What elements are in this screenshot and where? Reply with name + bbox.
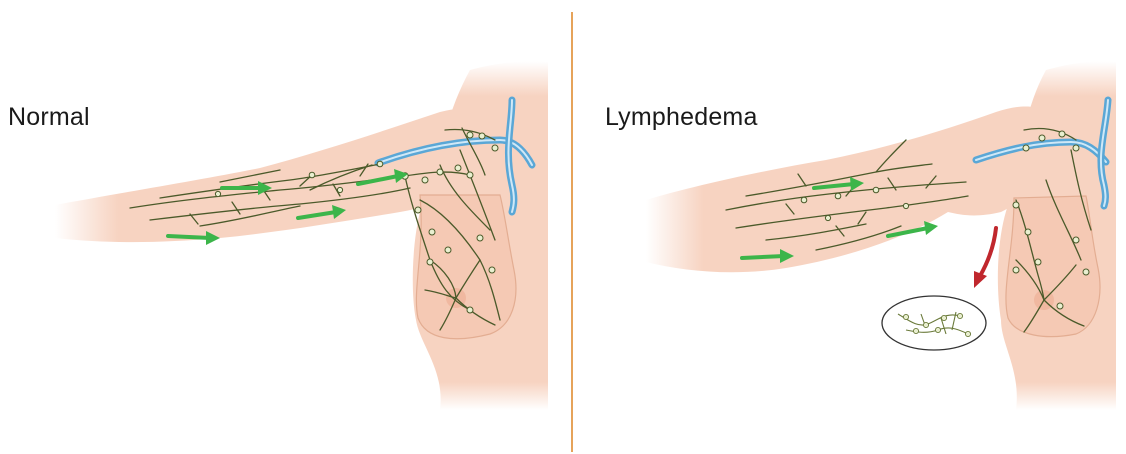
- damaged-lymph-nodes-inset: [882, 296, 986, 350]
- flow-arrow-head: [924, 221, 938, 235]
- lymphedema-arm-illustration: [576, 0, 1126, 454]
- blocked-flow-arrow: [980, 228, 996, 276]
- blocked-flow-arrow-head: [974, 271, 987, 288]
- flow-arrow: [742, 256, 784, 258]
- normal-arm-illustration: [0, 0, 568, 454]
- lymphedema-panel: Lymphedema: [576, 0, 1126, 454]
- panel-title-normal: Normal: [8, 103, 90, 132]
- breast-shape: [416, 195, 516, 339]
- panel-divider: [571, 12, 573, 452]
- breast-shape: [1006, 196, 1100, 337]
- normal-panel: Normal: [0, 0, 568, 454]
- panel-title-lymphedema: Lymphedema: [605, 103, 758, 132]
- flow-arrow: [168, 236, 210, 238]
